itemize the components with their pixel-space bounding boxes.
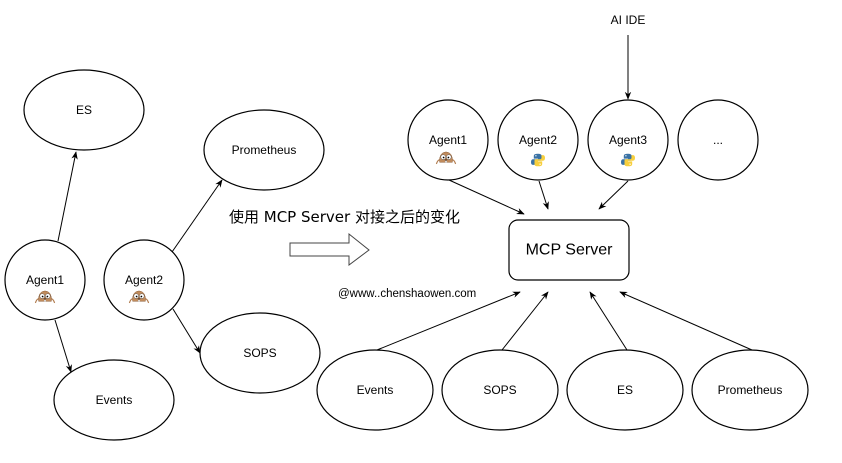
edge-sops-to-server <box>501 291 549 351</box>
node-label: Agent1 <box>429 133 467 147</box>
node-agent2[interactable]: Agent2 <box>103 239 185 321</box>
node-label: SOPS <box>243 346 276 360</box>
node-es[interactable]: ES <box>23 69 145 151</box>
agent-2[interactable]: Agent2 <box>497 99 579 181</box>
ai-ide-label[interactable]: AI IDE <box>611 13 646 27</box>
backend-events[interactable]: Events <box>316 349 434 431</box>
edge-es-to-server <box>589 291 628 351</box>
agent-3[interactable]: Agent3 <box>587 99 669 181</box>
node-events[interactable]: Events <box>53 359 175 441</box>
backend-prometheus[interactable]: Prometheus <box>691 349 809 431</box>
watermark: @www..chenshaowen.com <box>338 288 476 300</box>
edge-prometheus-to-server <box>619 291 753 351</box>
node-label: Events <box>96 393 133 407</box>
node-label: Prometheus <box>718 383 783 397</box>
agent-1[interactable]: Agent1 <box>407 99 489 181</box>
backend-sops[interactable]: SOPS <box>441 349 559 431</box>
agent-more[interactable]: ... <box>677 99 759 181</box>
edge-events-to-server <box>376 291 521 351</box>
diagram-title: 使用 MCP Server 对接之后的变化 <box>229 208 460 226</box>
node-label: Agent2 <box>125 273 163 287</box>
edge-agent1-to-es <box>57 151 78 242</box>
before-section: ES Prometheus Agent1 Agent2 Events SOPS <box>4 69 325 441</box>
node-label: Agent1 <box>26 273 64 287</box>
edge-agent3-to-server <box>598 180 629 210</box>
node-label: ES <box>617 383 633 397</box>
node-agent1[interactable]: Agent1 <box>4 239 86 321</box>
edge-agent1-to-server <box>448 179 525 215</box>
node-label: SOPS <box>483 383 516 397</box>
node-label: Agent3 <box>609 133 647 147</box>
node-prometheus[interactable]: Prometheus <box>203 109 325 191</box>
edge-agent2-to-server <box>538 180 549 210</box>
edge-agent2-to-sops <box>172 308 201 354</box>
after-section: AI IDE Agent1 Agent2 Agent3 ... <box>316 13 809 431</box>
mcp-server-label: MCP Server <box>526 242 614 259</box>
backend-es[interactable]: ES <box>566 349 684 431</box>
transition-arrow-icon <box>289 232 370 266</box>
edge-agent1-to-events <box>54 319 72 373</box>
node-label: ES <box>76 103 92 117</box>
node-label: Agent2 <box>519 133 557 147</box>
node-label: Events <box>357 383 394 397</box>
node-label: Prometheus <box>232 143 297 157</box>
node-sops[interactable]: SOPS <box>199 312 321 394</box>
mcp-server[interactable]: MCP Server <box>508 219 630 281</box>
edge-agent2-to-prometheus <box>171 179 223 253</box>
node-label: ... <box>713 133 723 147</box>
